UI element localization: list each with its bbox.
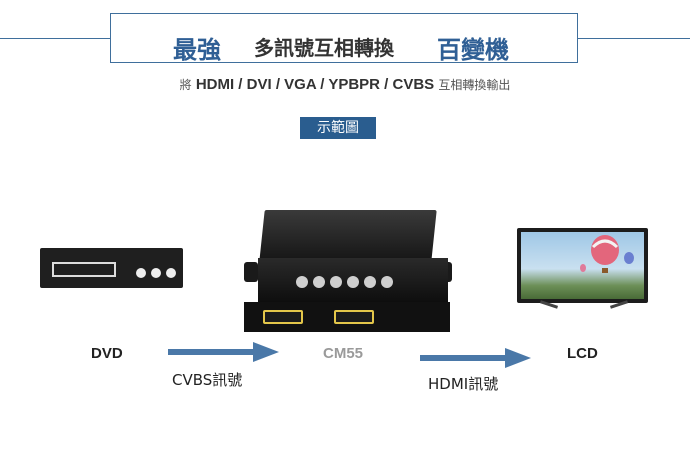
- header-rule-left: [0, 38, 110, 39]
- converter-top: [259, 210, 437, 262]
- disc-slot: [52, 262, 116, 277]
- output-signal-label: HDMI訊號: [428, 375, 499, 393]
- title-right: 百變機: [437, 36, 509, 64]
- converter-button-icon: [364, 276, 376, 288]
- source-label: DVD: [91, 345, 123, 362]
- output-arrow-head: [505, 348, 531, 368]
- dvd-player-illustration: [40, 248, 183, 288]
- converter-button-icon: [347, 276, 359, 288]
- input-signal-label: CVBS訊號: [172, 371, 243, 389]
- converter-button-icon: [313, 276, 325, 288]
- mount-ear-left: [244, 262, 258, 282]
- balloon-icon: [580, 235, 634, 273]
- display-label: LCD: [567, 345, 598, 362]
- output-arrow: [420, 355, 508, 361]
- converter-button-icon: [330, 276, 342, 288]
- dvd-button-icon: [166, 268, 176, 278]
- demo-badge: 示範圖: [300, 117, 376, 139]
- converter-button-icon: [296, 276, 308, 288]
- subtitle-suffix: 互相轉換輸出: [438, 78, 511, 92]
- dvd-button-icon: [151, 268, 161, 278]
- title-frame: [110, 13, 578, 63]
- dvi-port-icon: [263, 310, 303, 324]
- input-arrow: [168, 349, 256, 355]
- header-rule-right: [578, 38, 690, 39]
- subtitle-formats: HDMI / DVI / VGA / YPBPR / CVBS: [195, 76, 435, 93]
- lcd-screen: [521, 232, 644, 299]
- converter-button-icon: [381, 276, 393, 288]
- input-arrow-head: [253, 342, 279, 362]
- subtitle: 將 HDMI / DVI / VGA / YPBPR / CVBS 互相轉換輸出: [0, 76, 690, 93]
- title-left: 最強: [173, 36, 221, 64]
- dvd-button-icon: [136, 268, 146, 278]
- subtitle-prefix: 將: [179, 78, 192, 92]
- dvi-port-icon: [334, 310, 374, 324]
- device-label: CM55: [323, 345, 364, 362]
- title-middle: 多訊號互相轉換: [254, 36, 394, 60]
